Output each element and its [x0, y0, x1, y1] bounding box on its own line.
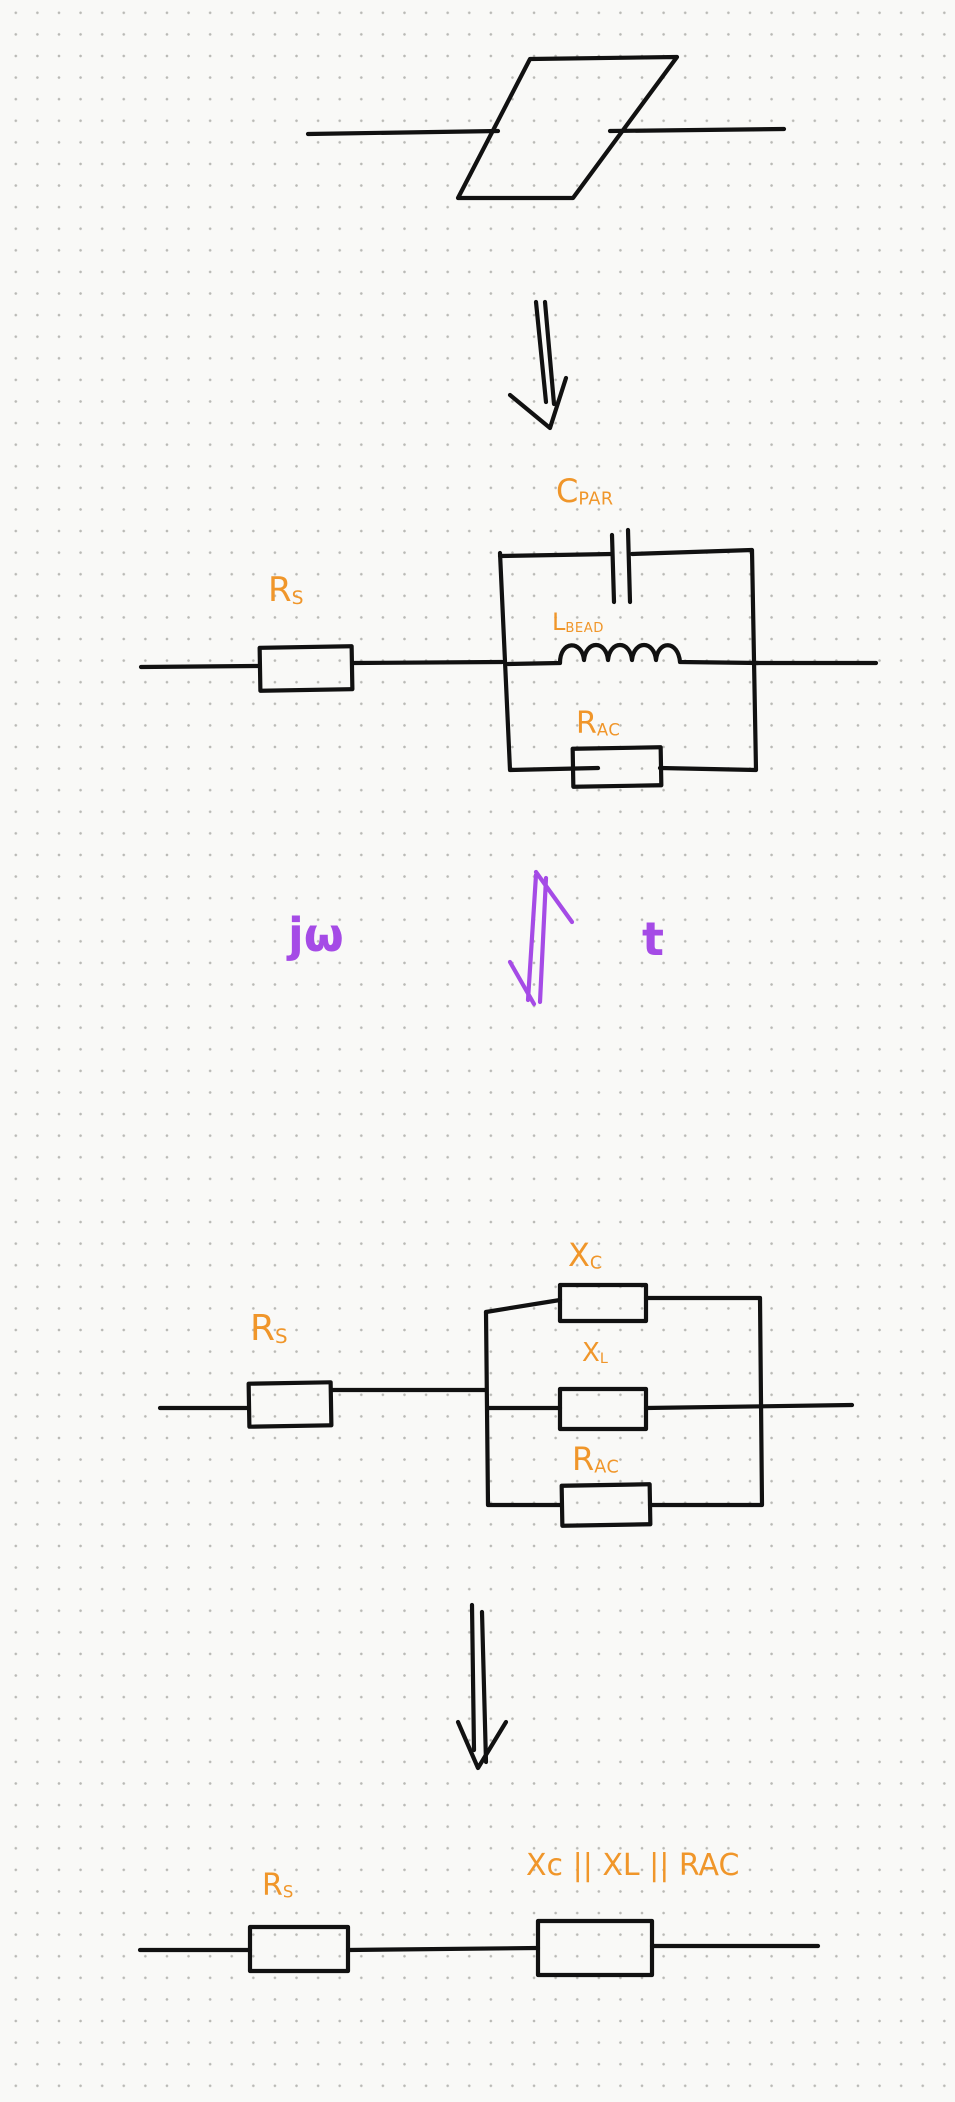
- xl-resistor: [557, 1386, 649, 1432]
- left-rail: [483, 1309, 563, 1508]
- down-arrow-1: [507, 299, 569, 431]
- wire-mid: [345, 1945, 541, 1953]
- rac-label-1: RAC: [576, 706, 621, 741]
- down-arrow-2: [455, 1602, 509, 1771]
- arrow-head: [455, 1719, 509, 1771]
- up-arrow-head: [533, 869, 575, 925]
- xc-label: XC: [568, 1236, 603, 1274]
- bead-lead-right: [607, 126, 787, 134]
- rs-label-1: RS: [268, 570, 304, 610]
- wire-in: [138, 663, 261, 670]
- xc-resistor: [557, 1282, 649, 1324]
- c-par-capacitor: [609, 527, 633, 605]
- right-rail: [643, 1295, 765, 1508]
- cap-wire-left: [497, 551, 615, 559]
- rlc-model-circuit: [138, 527, 879, 789]
- l-bead-label: LBEAD: [552, 608, 604, 636]
- arrow-head: [507, 375, 569, 431]
- rs-resistor-1: [257, 644, 355, 693]
- rs-label-2: RS: [250, 1308, 289, 1349]
- rs-resistor-2: [246, 1380, 334, 1429]
- xc-wire-left: [483, 1297, 563, 1315]
- t-label: t: [642, 912, 664, 966]
- arrow-shaft: [533, 299, 557, 407]
- equivalent-resistor: [535, 1918, 655, 1978]
- c-par-label: CPAR: [556, 472, 614, 510]
- ferrite-bead-symbol: [305, 54, 787, 201]
- rac-resistor-2: [559, 1482, 653, 1528]
- equivalent-label: Xc || XL || RAC: [526, 1848, 740, 1883]
- transform-shafts: [525, 872, 549, 1005]
- rs-resistor-3: [247, 1924, 351, 1974]
- xl-label: XL: [582, 1338, 609, 1368]
- left-rail: [497, 550, 601, 773]
- down-arrow-head: [507, 959, 537, 1007]
- simplified-circuit: [137, 1918, 821, 1978]
- bead-lead-left: [305, 128, 501, 137]
- right-rail: [629, 547, 759, 773]
- rac-resistor-1: [570, 745, 664, 789]
- transform-arrows: [507, 869, 575, 1007]
- wire-out: [643, 1402, 855, 1411]
- arrow-shaft: [469, 1602, 489, 1765]
- wire-mid: [351, 659, 505, 666]
- impedance-model-circuit: [157, 1282, 855, 1528]
- l-bead-inductor: [505, 642, 761, 667]
- rac-label-2: RAC: [572, 1440, 620, 1478]
- rs-label-3: RS: [262, 1868, 294, 1903]
- bead-parallelogram: [455, 54, 680, 201]
- jw-label: jω: [288, 908, 344, 962]
